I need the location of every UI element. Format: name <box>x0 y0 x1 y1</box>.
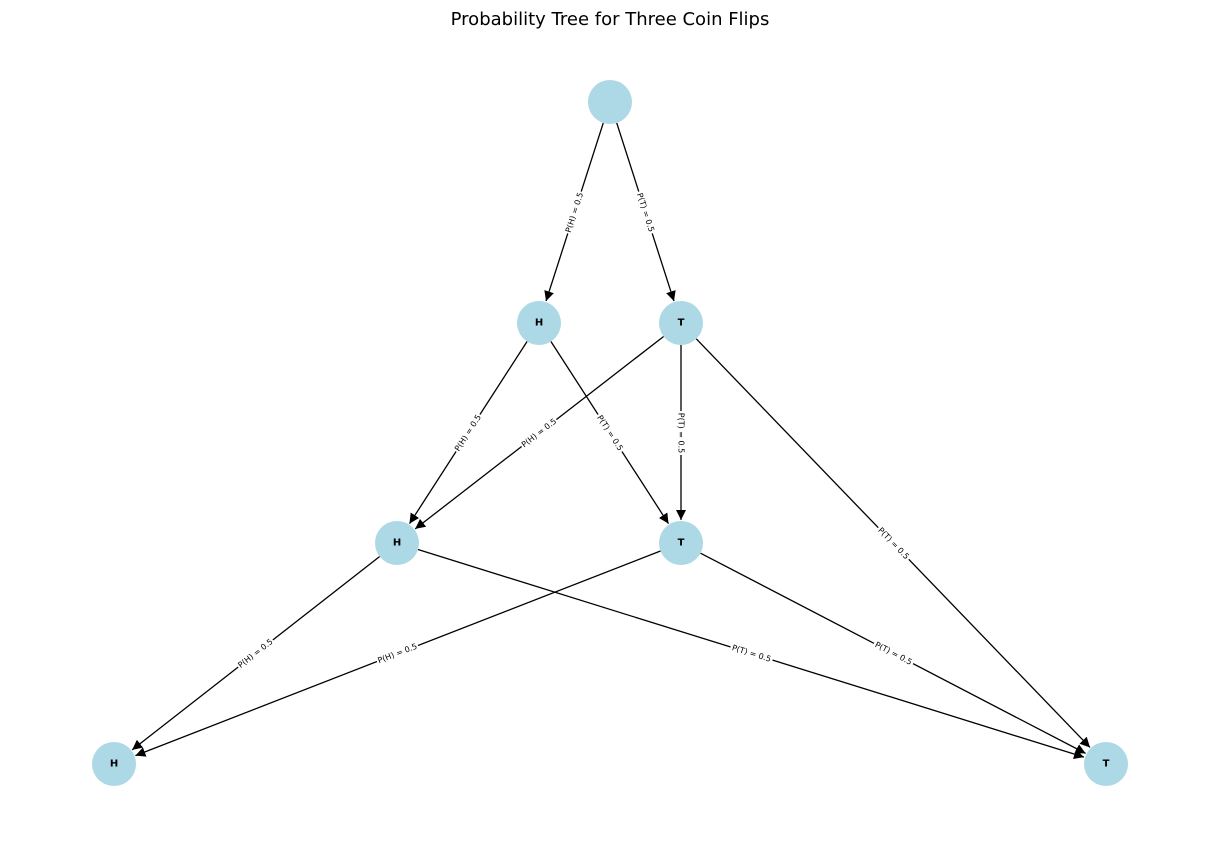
edge-label-background <box>676 411 686 455</box>
node-circle <box>517 301 561 345</box>
node-l2_t: T <box>659 521 703 565</box>
edge-probability-label: P(T) = 0.5 <box>677 413 686 453</box>
node-circle <box>1084 742 1128 786</box>
edge-label-group: P(H) = 0.5 <box>375 640 420 667</box>
edge-label-background <box>729 642 774 665</box>
edge-l2_h-to-l3_h: P(H) = 0.5 <box>131 556 381 751</box>
edge-label-background <box>235 636 276 671</box>
edge-probability-label: P(H) = 0.5 <box>236 637 274 670</box>
edge-label-group: P(T) = 0.5 <box>871 638 916 669</box>
edge-label-background <box>871 638 916 669</box>
edge-l1_t-to-l3_t: P(T) = 0.5 <box>695 338 1091 748</box>
node-l3_h: H <box>92 742 136 786</box>
edge-label-background <box>563 190 586 235</box>
edge-root-to-l1_t: P(T) = 0.5 <box>616 122 676 302</box>
edge-label-group: P(T) = 0.5 <box>874 524 913 563</box>
edge-label-background <box>451 411 485 455</box>
node-l1_t: T <box>659 301 703 345</box>
edge-probability-label: P(H) = 0.5 <box>376 642 418 665</box>
edge-label-group: P(T) = 0.5 <box>729 642 774 665</box>
node-label: T <box>1103 759 1110 770</box>
edge-l1_h-to-l2_t: P(T) = 0.5 <box>550 341 670 525</box>
node-circle <box>659 301 703 345</box>
node-l2_h: H <box>375 521 419 565</box>
edge-l1_h-to-l2_h: P(H) = 0.5 <box>408 341 528 525</box>
edge-label-group: P(H) = 0.5 <box>235 636 276 671</box>
edge-label-group: P(H) = 0.5 <box>518 415 560 451</box>
edge-label-background <box>874 524 913 563</box>
edge-label-background <box>518 415 560 451</box>
diagram-title: Probability Tree for Three Coin Flips <box>451 9 770 30</box>
edge-probability-label: P(T) = 0.5 <box>731 643 772 664</box>
edge-l2_t-to-l3_h: P(H) = 0.5 <box>135 550 661 757</box>
edge-label-group: P(T) = 0.5 <box>634 190 657 235</box>
node-l1_h: H <box>517 301 561 345</box>
node-l3_t: T <box>1084 742 1128 786</box>
node-root <box>588 80 632 124</box>
edge-label-group: P(T) = 0.5 <box>676 411 686 455</box>
node-circle <box>92 742 136 786</box>
edge-probability-label: P(T) = 0.5 <box>876 526 911 561</box>
edge-label-group: P(T) = 0.5 <box>593 411 627 455</box>
edge-root-to-l1_h: P(H) = 0.5 <box>544 122 604 302</box>
edge-label-background <box>634 190 657 235</box>
node-circle <box>375 521 419 565</box>
nodes-layer: H T H T H T <box>92 80 1128 786</box>
edge-l1_t-to-l2_h: P(H) = 0.5 <box>414 335 665 530</box>
node-label: H <box>393 538 401 549</box>
edge-probability-label: P(T) = 0.5 <box>873 640 913 667</box>
node-label: H <box>535 318 543 329</box>
edge-l2_h-to-l3_t: P(T) = 0.5 <box>417 548 1085 759</box>
edge-probability-label: P(T) = 0.5 <box>635 192 656 233</box>
edge-label-background <box>593 411 627 455</box>
edge-probability-label: P(H) = 0.5 <box>453 413 483 453</box>
edge-label-background <box>375 640 420 667</box>
node-label: T <box>678 318 685 329</box>
node-circle <box>588 80 632 124</box>
edge-label-group: P(H) = 0.5 <box>563 190 586 235</box>
edge-probability-label: P(H) = 0.5 <box>520 417 558 450</box>
node-label: T <box>678 538 685 549</box>
node-label: H <box>110 759 118 770</box>
node-circle <box>659 521 703 565</box>
edge-probability-label: P(T) = 0.5 <box>595 414 625 453</box>
edge-label-group: P(H) = 0.5 <box>451 411 485 455</box>
edge-l1_t-to-l2_t: P(T) = 0.5 <box>676 345 686 520</box>
